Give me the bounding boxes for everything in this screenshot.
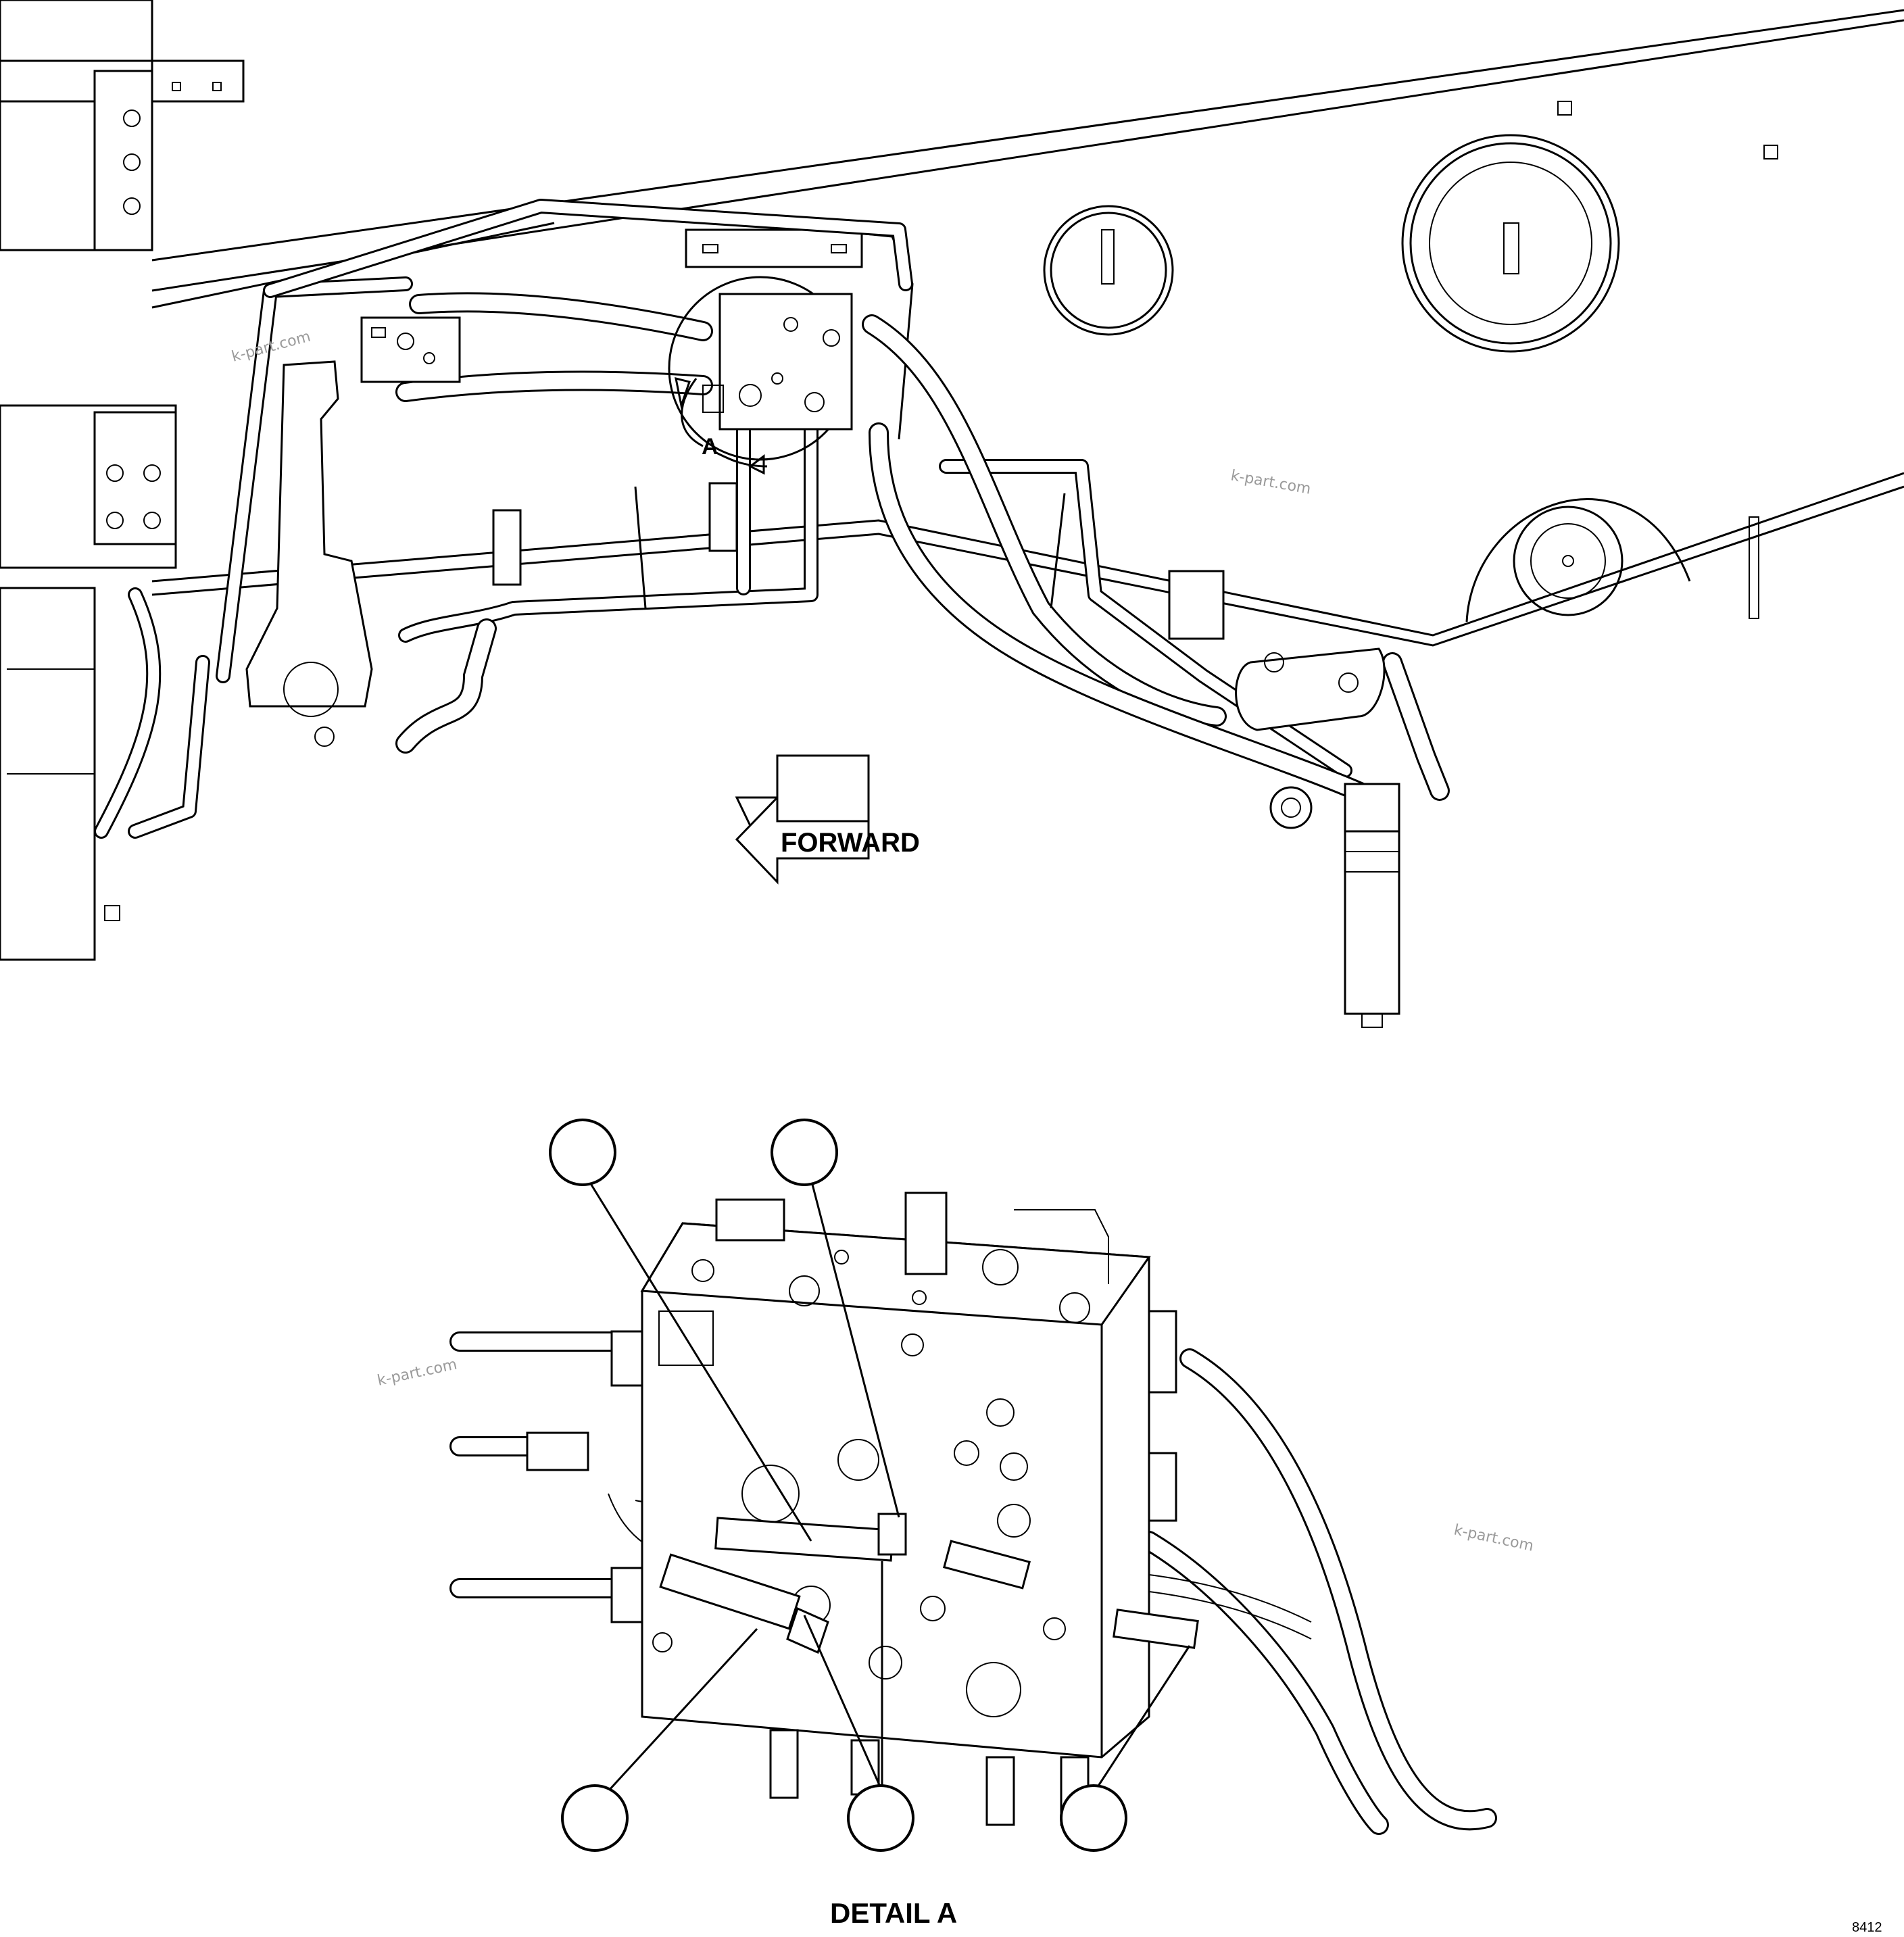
- forward-arrow: FORWARD: [735, 754, 920, 885]
- callout-balloon-icon: [847, 1784, 914, 1852]
- detail-valve-block: [610, 1192, 1177, 1826]
- callout-balloon-icon: [549, 1119, 616, 1186]
- forward-label: FORWARD: [781, 828, 920, 858]
- callout-balloon-icon: [771, 1119, 838, 1186]
- drawing-code: 8412: [1852, 1920, 1882, 1935]
- cylinders: [492, 482, 1400, 1028]
- small-valve-block: [360, 316, 461, 383]
- detail-switches: [526, 1431, 1199, 1654]
- right-brackets: [1168, 570, 1386, 829]
- detail-title: DETAIL A: [830, 1897, 957, 1929]
- callouts: [549, 1119, 1127, 1852]
- valve-bracket: [245, 360, 373, 747]
- access-covers: [1043, 101, 1778, 619]
- watermark-4: k-part.com: [1453, 1521, 1535, 1554]
- leader-lines: [587, 1179, 1191, 1792]
- callout-balloon-icon: [561, 1784, 629, 1852]
- watermark-3: k-part.com: [376, 1356, 458, 1390]
- detail-marker-label: A: [702, 434, 718, 460]
- main-valve-block: [668, 276, 853, 468]
- left-frame: [0, 0, 245, 961]
- watermark-2: k-part.com: [1229, 467, 1312, 497]
- hydraulic-hoses: [395, 292, 1450, 808]
- main-view: A FORWARD k-part.com k-part.com: [0, 0, 1904, 1028]
- detail-marker: A: [675, 376, 765, 475]
- detail-a-view: k-part.com k-part.com DETAIL A: [376, 1119, 1535, 1929]
- left-arrow-icon: [735, 795, 870, 885]
- callout-balloon-icon: [1060, 1784, 1127, 1852]
